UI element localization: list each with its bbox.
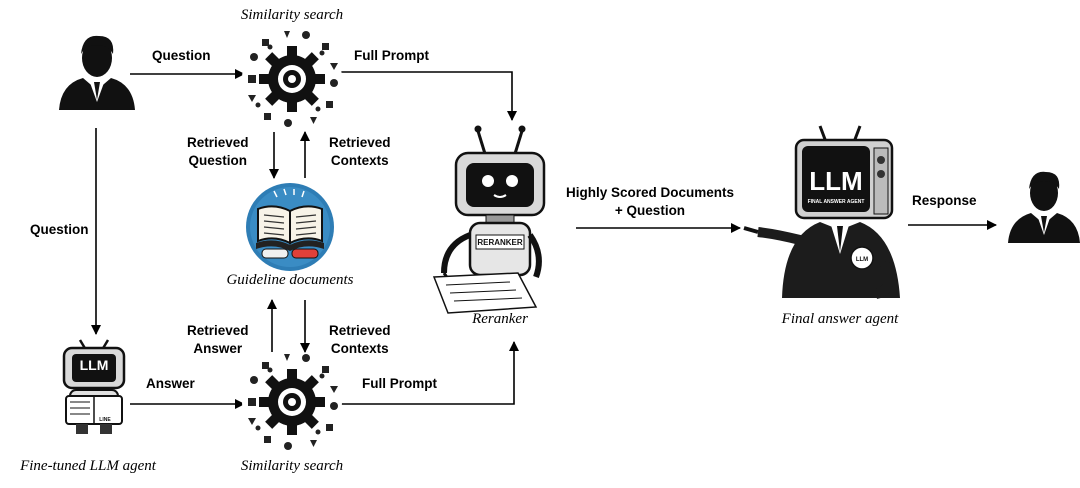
label-retrieved-answer: Retrieved Answer [187,322,249,358]
label-retrieved-question-line1: Retrieved [187,135,249,150]
final-answer-agent-icon [743,125,900,299]
label-retrieved-answer-line1: Retrieved [187,323,249,338]
reranker-badge-text: RERANKER [477,238,523,247]
label-full-prompt-top: Full Prompt [354,48,429,63]
top-search-gear-icon [242,29,342,129]
label-retrieved-contexts-bottom: Retrieved Contexts [329,322,391,358]
label-retrieved-contexts-bottom-line2: Contexts [330,341,389,356]
label-answer: Answer [146,376,195,391]
user-icon [59,35,135,110]
guideline-book-icon [246,183,334,271]
user-response-icon [1008,171,1080,243]
reranker-robot-icon [432,125,546,314]
label-retrieved-question: Retrieved Question [187,134,249,170]
caption-reranker: Reranker [472,311,528,327]
arrow-top-search-to-reranker [340,71,517,121]
label-highly-scored-line2: + Question [614,203,686,218]
arrow-bottom-search-to-reranker [340,341,519,405]
caption-guideline-documents: Guideline documents [226,272,354,288]
label-retrieved-contexts-top: Retrieved Contexts [329,134,391,170]
finetuned-llm-agent-icon [62,339,126,434]
label-response: Response [912,193,977,208]
label-retrieved-answer-line2: Answer [193,341,243,356]
label-retrieved-contexts-bottom-line1: Retrieved [329,323,391,338]
label-retrieved-contexts-top-line2: Contexts [330,153,389,168]
finetuned-screen-llm: LLM [80,357,109,373]
final-agent-screen-llm: LLM [809,166,862,196]
caption-bottom-similarity-search: Similarity search [240,458,344,474]
caption-final-answer-agent: Final answer agent [781,311,899,327]
final-agent-screen-subtitle: FINAL ANSWER AGENT [808,199,865,205]
bottom-search-gear-icon [242,352,342,452]
label-full-prompt-bottom: Full Prompt [362,376,437,391]
label-highly-scored: Highly Scored Documents + Question [562,184,738,220]
label-question-top: Question [152,48,211,63]
arrows [91,69,997,409]
label-retrieved-contexts-top-line1: Retrieved [329,135,391,150]
label-highly-scored-line1: Highly Scored Documents [565,185,735,200]
caption-finetuned-llm-agent: Fine-tuned LLM agent [20,458,156,474]
final-agent-badge-llm: LLM [856,257,868,263]
finetuned-book-label: LINE [99,417,111,423]
label-retrieved-question-line2: Question [188,153,248,168]
label-question-left: Question [30,222,89,237]
caption-top-similarity-search: Similarity search [240,7,344,23]
